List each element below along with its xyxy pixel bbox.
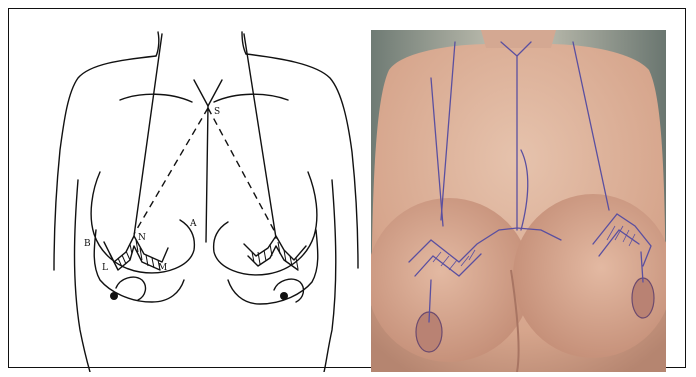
left-hatching: [114, 240, 160, 270]
left-meridian-line: [134, 34, 162, 236]
right-areola: [632, 278, 654, 318]
label-b: B: [84, 239, 91, 249]
left-breast-outline: [91, 172, 194, 273]
schematic-drawing: S A N B L M: [30, 30, 370, 372]
left-areola: [116, 277, 145, 300]
neck-left-line: [156, 32, 159, 56]
label-s: S: [214, 107, 220, 117]
right-shoulder-arm: [246, 54, 358, 268]
photo-svg: [371, 30, 666, 372]
schematic-svg: S A N B L M: [30, 30, 370, 372]
label-n: N: [138, 233, 146, 243]
left-nipple-dot: [110, 292, 118, 300]
right-clavicle: [214, 94, 288, 102]
neck: [481, 30, 556, 48]
label-l: L: [102, 263, 108, 273]
label-m: M: [158, 263, 167, 273]
right-inner-arm: [324, 180, 336, 372]
right-meridian-line: [244, 34, 276, 238]
sternal-notch: [194, 80, 222, 106]
left-inner-arm: [75, 180, 91, 372]
left-clavicle: [120, 94, 192, 102]
left-breast: [371, 198, 531, 362]
clinical-photo: [371, 30, 666, 372]
right-nipple-dot: [280, 292, 288, 300]
label-a: A: [189, 219, 197, 229]
midline: [206, 106, 208, 242]
left-dashed-line: [134, 108, 208, 234]
